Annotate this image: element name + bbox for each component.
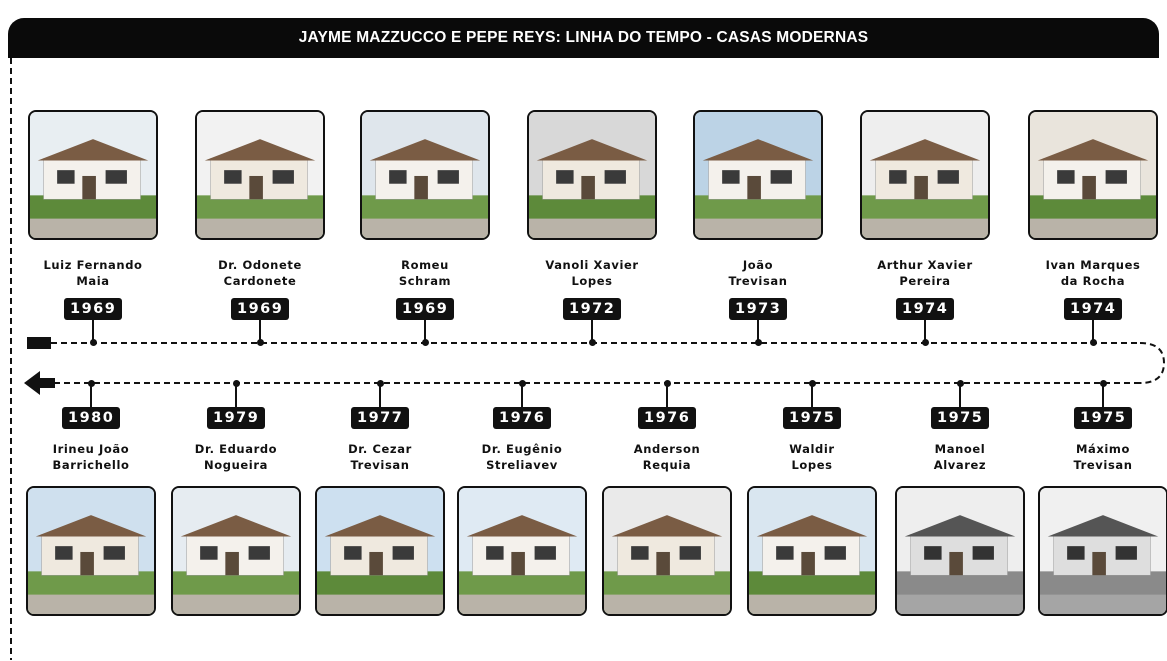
year-label: 1976 [638, 407, 697, 429]
year-label: 1969 [396, 298, 455, 320]
timeline-arrow [24, 371, 55, 395]
timeline-node [808, 380, 816, 387]
timeline-node [89, 339, 97, 346]
year-label: 1979 [207, 407, 266, 429]
timeline-node [1089, 339, 1097, 346]
timeline-start-marker [27, 337, 51, 349]
timeline-node [588, 339, 596, 346]
house-photo [527, 110, 657, 240]
year-label: 1977 [351, 407, 410, 429]
year-label: 1974 [896, 298, 955, 320]
page-title: JAYME MAZZUCCO E PEPE REYS: LINHA DO TEM… [298, 29, 869, 46]
timeline-tick [591, 320, 593, 342]
year-label: 1975 [783, 407, 842, 429]
year-label: 1980 [62, 407, 121, 429]
timeline-tick [379, 385, 381, 407]
house-photo [315, 486, 445, 616]
timeline-node [518, 380, 526, 387]
timeline-tick [924, 320, 926, 342]
house-photo [28, 110, 158, 240]
house-photo [1028, 110, 1158, 240]
timeline-node [376, 380, 384, 387]
timeline-node [232, 380, 240, 387]
timeline-tick [666, 385, 668, 407]
timeline-node [754, 339, 762, 346]
year-label: 1975 [931, 407, 990, 429]
house-photo [1038, 486, 1167, 616]
timeline-tick [235, 385, 237, 407]
timeline-node [663, 380, 671, 387]
year-label: 1973 [729, 298, 788, 320]
timeline-tick [757, 320, 759, 342]
year-label: 1974 [1064, 298, 1123, 320]
house-photo [360, 110, 490, 240]
timeline-tick [259, 320, 261, 342]
timeline-node [87, 380, 95, 387]
house-photo [693, 110, 823, 240]
timeline-curve [1139, 342, 1166, 384]
year-label: 1969 [231, 298, 290, 320]
timeline-tick [1102, 385, 1104, 407]
timeline-tick [959, 385, 961, 407]
timeline-tick [90, 385, 92, 407]
timeline-tick [424, 320, 426, 342]
timeline-node [256, 339, 264, 346]
house-photo [457, 486, 587, 616]
timeline-tick [1092, 320, 1094, 342]
timeline-node [421, 339, 429, 346]
timeline-tick [521, 385, 523, 407]
title-banner: JAYME MAZZUCCO E PEPE REYS: LINHA DO TEM… [8, 18, 1159, 58]
timeline-node [1099, 380, 1107, 387]
year-label: 1972 [563, 298, 622, 320]
house-photo [26, 486, 156, 616]
timeline-tick [92, 320, 94, 342]
timeline-node [956, 380, 964, 387]
timeline-node [921, 339, 929, 346]
year-label: 1969 [64, 298, 123, 320]
timeline-tick [811, 385, 813, 407]
house-photo [171, 486, 301, 616]
house-photo [195, 110, 325, 240]
house-photo [747, 486, 877, 616]
house-photo [602, 486, 732, 616]
year-label: 1976 [493, 407, 552, 429]
house-photo [860, 110, 990, 240]
year-label: 1975 [1074, 407, 1133, 429]
house-photo [895, 486, 1025, 616]
